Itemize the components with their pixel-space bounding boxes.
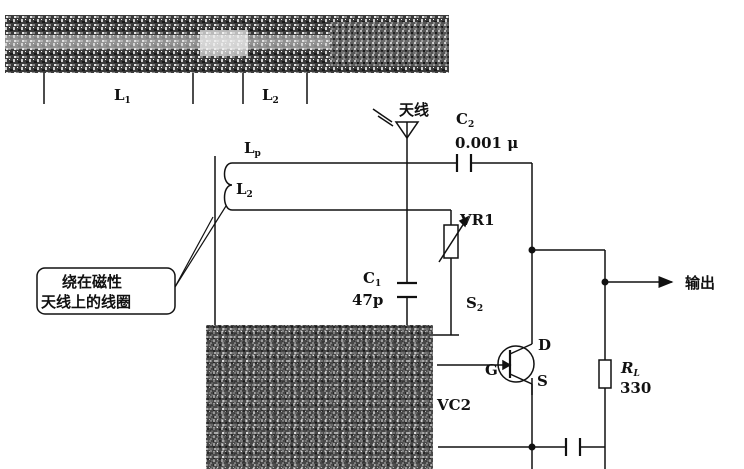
variable-resistor-vr1-label: VR1 — [459, 211, 495, 229]
capacitor-c2 — [455, 154, 473, 172]
variable-resistor-vr1 — [438, 215, 470, 263]
coil-l1-label: L1 — [114, 86, 131, 106]
antenna-label: 天线 — [399, 101, 429, 119]
fet-transistor — [493, 334, 535, 395]
junction-dot — [528, 443, 536, 451]
fet-gate-label: G — [485, 361, 498, 379]
callout-box — [36, 267, 176, 315]
switch-s2-label: S2 — [466, 294, 483, 314]
coupling-capacitor-bottom — [564, 438, 582, 456]
callout-line-1: 绕在磁性 — [62, 273, 122, 291]
ferrite-rod-diagram: L1 L2 — [5, 15, 449, 106]
capacitor-c2-value: 0.001 μ — [455, 134, 518, 152]
capacitor-c1 — [397, 281, 417, 299]
coil-l2-circuit-label: L2 — [236, 180, 253, 200]
load-resistor-value: 330 — [620, 379, 651, 397]
coil-lp-label: Lp — [244, 139, 261, 159]
variable-capacitor-vc2-label: VC2 — [436, 396, 471, 414]
load-resistor-rl — [598, 359, 612, 389]
junction-dot — [528, 246, 536, 254]
coil-lp-l2 — [223, 162, 233, 211]
fet-drain-label: D — [538, 336, 551, 354]
capacitor-c1-value: 47p — [352, 291, 383, 309]
callout-line-2: 天线上的线圈 — [41, 293, 131, 311]
coil-callout: 绕在磁性 天线上的线圈 — [36, 205, 227, 315]
ferrite-rod-end — [330, 22, 449, 66]
junction-dot — [601, 278, 609, 286]
antenna: 天线 — [372, 101, 429, 140]
coil-l2-label: L2 — [262, 86, 279, 106]
capacitor-c2-label: C2 — [456, 110, 474, 130]
fet-source-label: S — [537, 372, 548, 390]
load-resistor-label: RL — [620, 359, 640, 379]
output-label: 输出 — [685, 274, 715, 292]
capacitor-c1-label: C1 — [363, 269, 381, 289]
